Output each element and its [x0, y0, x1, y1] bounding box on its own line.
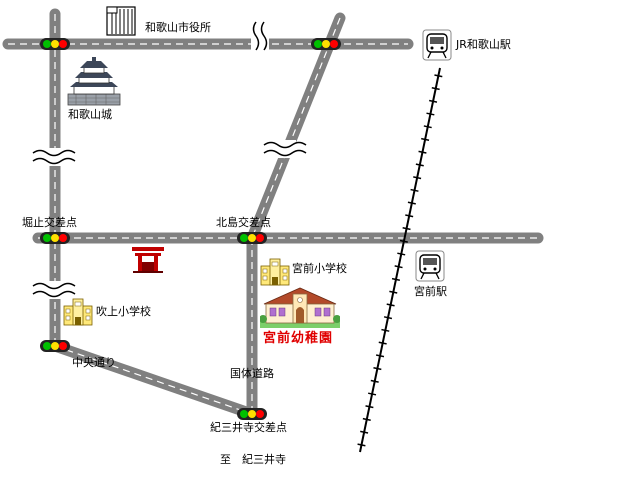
railway-tie	[418, 150, 427, 154]
railway-tie	[391, 277, 401, 282]
school-icon	[260, 258, 290, 286]
railway-line	[357, 67, 443, 453]
railway-tie	[378, 341, 387, 345]
railway-tie	[431, 87, 440, 91]
kindergarten-icon	[260, 287, 340, 328]
fukiage-elementary-label: 吹上小学校	[96, 305, 151, 318]
wakayama-castle-label: 和歌山城	[68, 108, 112, 121]
traffic-signal-icon	[40, 340, 70, 352]
railway-tie	[357, 443, 366, 447]
railway-tie	[362, 417, 371, 422]
chuo-street-label: 中央通り	[72, 356, 116, 369]
railway-tie	[399, 239, 408, 243]
railway-tie	[370, 379, 379, 383]
railway-tie	[368, 392, 377, 396]
railway-tie	[389, 290, 398, 294]
railway-tie	[405, 214, 414, 218]
road-chuo-street-centerline	[54, 345, 253, 415]
railway-tie	[434, 74, 443, 78]
miyamae-elementary-label: 宮前小学校	[292, 262, 347, 275]
road-diagonal-north-centerline	[251, 17, 341, 239]
kindergarten-label: 宮前幼稚園	[263, 331, 334, 346]
railway-tie	[381, 328, 390, 332]
railway-tie	[360, 430, 369, 434]
railway-tie	[402, 227, 411, 231]
kimiidera-crossing-label: 紀三井寺交差点	[210, 421, 287, 434]
school-icon	[63, 298, 93, 326]
train-icon	[415, 250, 445, 282]
traffic-signal-icon	[237, 408, 267, 420]
jr-wakayama-station-label: JR和歌山駅	[456, 38, 511, 51]
railway-track	[359, 67, 441, 453]
railway-tie	[375, 354, 385, 358]
kokutai-road-label: 国体道路	[230, 367, 274, 380]
traffic-signals	[40, 38, 341, 420]
roads	[2, 8, 544, 420]
road-break-icon	[251, 21, 269, 54]
shrine-icon	[132, 247, 164, 273]
railway-tie	[373, 366, 382, 371]
railway-tie	[397, 252, 406, 256]
road-break-icon	[263, 140, 307, 158]
railway-tie	[421, 137, 430, 142]
railway-tie	[365, 405, 374, 409]
city-hall-label: 和歌山市役所	[145, 21, 211, 34]
railway-tie	[423, 125, 432, 129]
road-break-icon	[32, 281, 76, 299]
miyamae-station-label: 宮前駅	[414, 285, 447, 298]
castle-icon	[67, 57, 121, 106]
building-icon	[106, 6, 136, 36]
railway-tie	[413, 176, 422, 180]
road-break-icon	[32, 148, 76, 166]
road-breaks	[32, 21, 307, 299]
traffic-signal-icon	[311, 38, 341, 50]
railway-tie	[386, 303, 395, 307]
traffic-signal-icon	[40, 38, 70, 50]
railway-tie	[415, 163, 424, 167]
traffic-signal-icon	[40, 232, 70, 244]
railway-tie	[394, 265, 403, 269]
railway-tie	[426, 112, 435, 116]
railway-tie	[428, 99, 438, 103]
horidome-crossing-label: 堀止交差点	[22, 216, 77, 229]
to-kimiidera-label: 至 紀三井寺	[220, 453, 286, 466]
train-icon	[422, 29, 452, 61]
railway-tie	[407, 201, 416, 205]
railway-tie	[410, 188, 419, 192]
railway-tie	[383, 316, 393, 320]
kitajima-crossing-label: 北島交差点	[216, 216, 271, 229]
traffic-signal-icon	[237, 232, 267, 244]
